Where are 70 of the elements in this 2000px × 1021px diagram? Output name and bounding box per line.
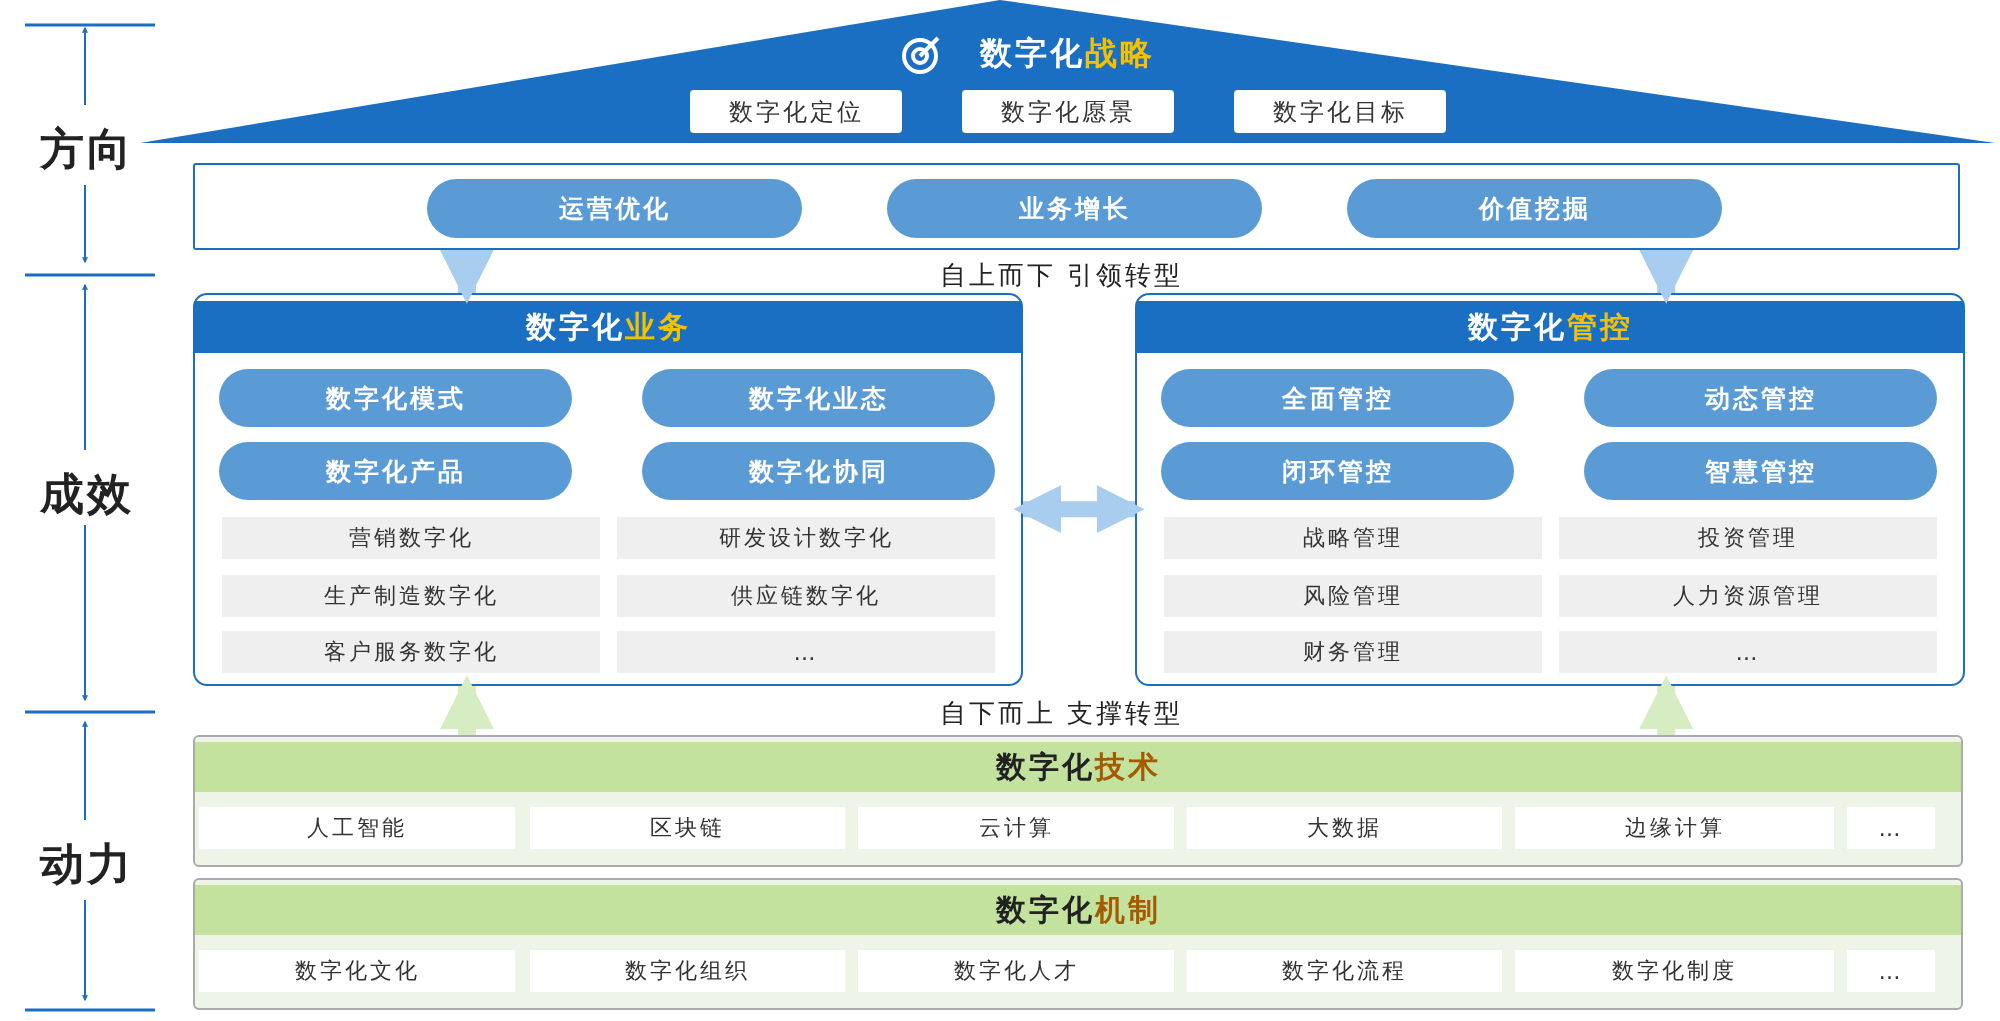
heading: 数字化文化: [294, 957, 420, 985]
heading: 数字化制度: [1612, 957, 1737, 985]
heading: 客户服务数字化: [323, 638, 499, 666]
heading: …: [1878, 958, 1904, 984]
heading: 营销数字化: [348, 524, 474, 552]
pill-button: [219, 442, 572, 500]
pill-button: [642, 369, 995, 427]
goal-band: [193, 163, 1960, 250]
heading: 业务增长: [1018, 193, 1131, 225]
heading: 数字化协同: [748, 455, 889, 488]
goal-box: [962, 90, 1174, 133]
panel: [193, 735, 1963, 867]
arrow: [1639, 249, 1694, 304]
heading: 边缘计算: [1624, 814, 1725, 842]
heading: 人工智能: [307, 814, 407, 842]
pill-button: [219, 369, 572, 427]
goal-box: [1234, 90, 1446, 133]
heading: 数字化机制: [994, 891, 1162, 929]
heading: 数字化技术: [994, 748, 1162, 786]
heading: …: [793, 639, 819, 665]
heading: 供应链数字化: [731, 582, 881, 610]
heading: 数字化流程: [1282, 957, 1407, 985]
heading: 数字化业务: [524, 308, 692, 346]
layer-label: 成效: [40, 467, 134, 521]
heading: 人力资源管理: [1673, 582, 1823, 610]
arrow: [1639, 675, 1694, 735]
heading: 运营优化: [558, 193, 671, 225]
heading: 投资管理: [1698, 524, 1798, 552]
pill-button: [642, 442, 995, 500]
heading: 数字化产品: [325, 455, 466, 488]
goal-box: [690, 90, 902, 133]
heading: 价值挖掘: [1478, 193, 1591, 225]
flow-caption: 自上而下 引领转型: [940, 259, 1184, 292]
roof-banner: [140, 0, 1995, 143]
arrow: [439, 675, 494, 735]
heading: 数字化管控: [1466, 308, 1634, 346]
panel: [1135, 293, 1965, 686]
heading: 云计算: [978, 814, 1054, 842]
heading: 数字化定位: [728, 96, 864, 128]
heading: 全面管控: [1281, 382, 1394, 415]
flow-caption: 自下而上 支撑转型: [940, 697, 1184, 730]
heading: 财务管理: [1303, 638, 1403, 666]
heading: 动态管控: [1704, 382, 1817, 415]
heading: 战略管理: [1303, 524, 1403, 552]
heading: 智慧管控: [1704, 455, 1817, 488]
layer-label: 动力: [40, 837, 134, 891]
heading: 数字化战略: [980, 33, 1155, 74]
pill-button: [1584, 442, 1937, 500]
panel: [193, 293, 1023, 686]
heading: 数字化业态: [748, 382, 889, 415]
pill-button: [1161, 369, 1514, 427]
heading: 生产制造数字化: [323, 582, 499, 610]
heading: …: [1735, 639, 1761, 665]
pill-button: [1161, 442, 1514, 500]
heading: 闭环管控: [1281, 455, 1394, 488]
heading: 数字化目标: [1272, 96, 1408, 128]
heading: 数字化组织: [625, 957, 750, 985]
heading: 研发设计数字化: [718, 524, 894, 552]
arrow: [439, 249, 494, 304]
double-arrow: [1013, 485, 1145, 534]
panel: [193, 878, 1963, 1010]
heading: 数字化愿景: [1000, 96, 1136, 128]
heading: 风险管理: [1303, 582, 1403, 610]
pill-button: [1584, 369, 1937, 427]
heading: …: [1878, 815, 1904, 841]
heading: 区块链: [650, 814, 725, 842]
heading: 数字化模式: [325, 382, 466, 415]
heading: 大数据: [1307, 814, 1382, 842]
heading: 数字化人才: [953, 957, 1079, 985]
layer-label: 方向: [40, 122, 134, 176]
